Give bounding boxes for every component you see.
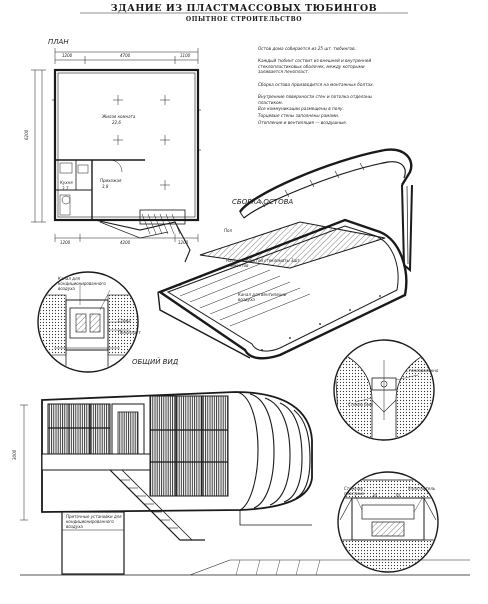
plan-dim-bottom-1: 1200 — [60, 240, 71, 245]
callout-foam: Пенопласт — [118, 330, 141, 335]
room-hall-area: 3,8 — [102, 184, 109, 189]
elev-height-dim: 3000 — [12, 449, 17, 460]
plan-dim-left: 6200 — [24, 129, 29, 140]
plan-view-label: ПЛАН — [48, 38, 69, 46]
room-living-area: 22,6 — [112, 120, 121, 125]
shell-assembly — [157, 148, 413, 360]
callout-bolt-plate: Стяжная пластина — [344, 486, 364, 496]
plan-dim-bottom-2: 4200 — [120, 240, 131, 245]
plan-dim-top-2: 4700 — [120, 53, 131, 58]
sheet-title: ЗДАНИЕ ИЗ ПЛАСТМАССОВЫХ ТЮБИНГОВ — [110, 3, 378, 14]
callout-profile: Стекловолокно — [406, 368, 439, 373]
sheet-subtitle: ОПЫТНОЕ СТРОИТЕЛЬСТВО — [185, 16, 303, 23]
desc-line-3: Сборка остова производится на монтажных … — [258, 82, 374, 87]
desc-line-6: Торцевые стены заполнены рамами. — [258, 113, 340, 118]
floor-joint-detail — [337, 471, 439, 573]
desc-line-5: Все коммуникации размещены в полу. — [258, 106, 344, 111]
desc-line-2: Каждый тюбинг состоит из внешней и внутр… — [258, 58, 372, 75]
general-view — [20, 391, 470, 576]
callout-floor: Пол — [224, 228, 233, 233]
floor-plan — [31, 48, 201, 263]
desc-line-1: Остов дома собирается из 25 шт. тюбингов… — [258, 46, 356, 51]
wall-joint-detail — [37, 271, 139, 373]
callout-wall: Стена — [118, 318, 131, 323]
detail-dim-a: 30 — [372, 493, 378, 498]
callout-panel: Наст из пористой стекломаты 3шт. элемент… — [226, 258, 301, 268]
room-hall-name: Прихожая — [100, 178, 122, 183]
plan-dim-top-3: 1100 — [180, 53, 191, 58]
general-view-label: ОБЩИЙ ВИД — [132, 358, 179, 366]
desc-line-7: Отопление и вентиляция — воздушные. — [258, 120, 348, 125]
plan-dim-bottom-3: 1200 — [178, 240, 189, 245]
room-kitchen-area: 3,7 — [62, 186, 69, 191]
roof-joint-detail — [333, 339, 435, 441]
callout-filler: Уплотнитель — [408, 486, 436, 491]
room-living-name: Жилая комната — [102, 114, 136, 119]
desc-line-4: Внутренние поверхности стен и потолка от… — [258, 94, 373, 105]
room-kitchen-name: Кухня — [60, 180, 73, 185]
assembly-view-label: СБОРКА ОСТОВА — [232, 198, 294, 206]
callout-glass: Стекло 6мм — [348, 402, 373, 407]
callout-ac-units: Приточные установки для кондиционированн… — [66, 514, 122, 529]
plan-dim-top-1: 1200 — [62, 53, 73, 58]
callout-duct: Канал для кондиционированного воздуха — [58, 276, 106, 291]
detail-dim-b: 70 — [395, 493, 401, 498]
callout-shell-channel: Канал для вентиляции воздуха — [238, 292, 287, 302]
